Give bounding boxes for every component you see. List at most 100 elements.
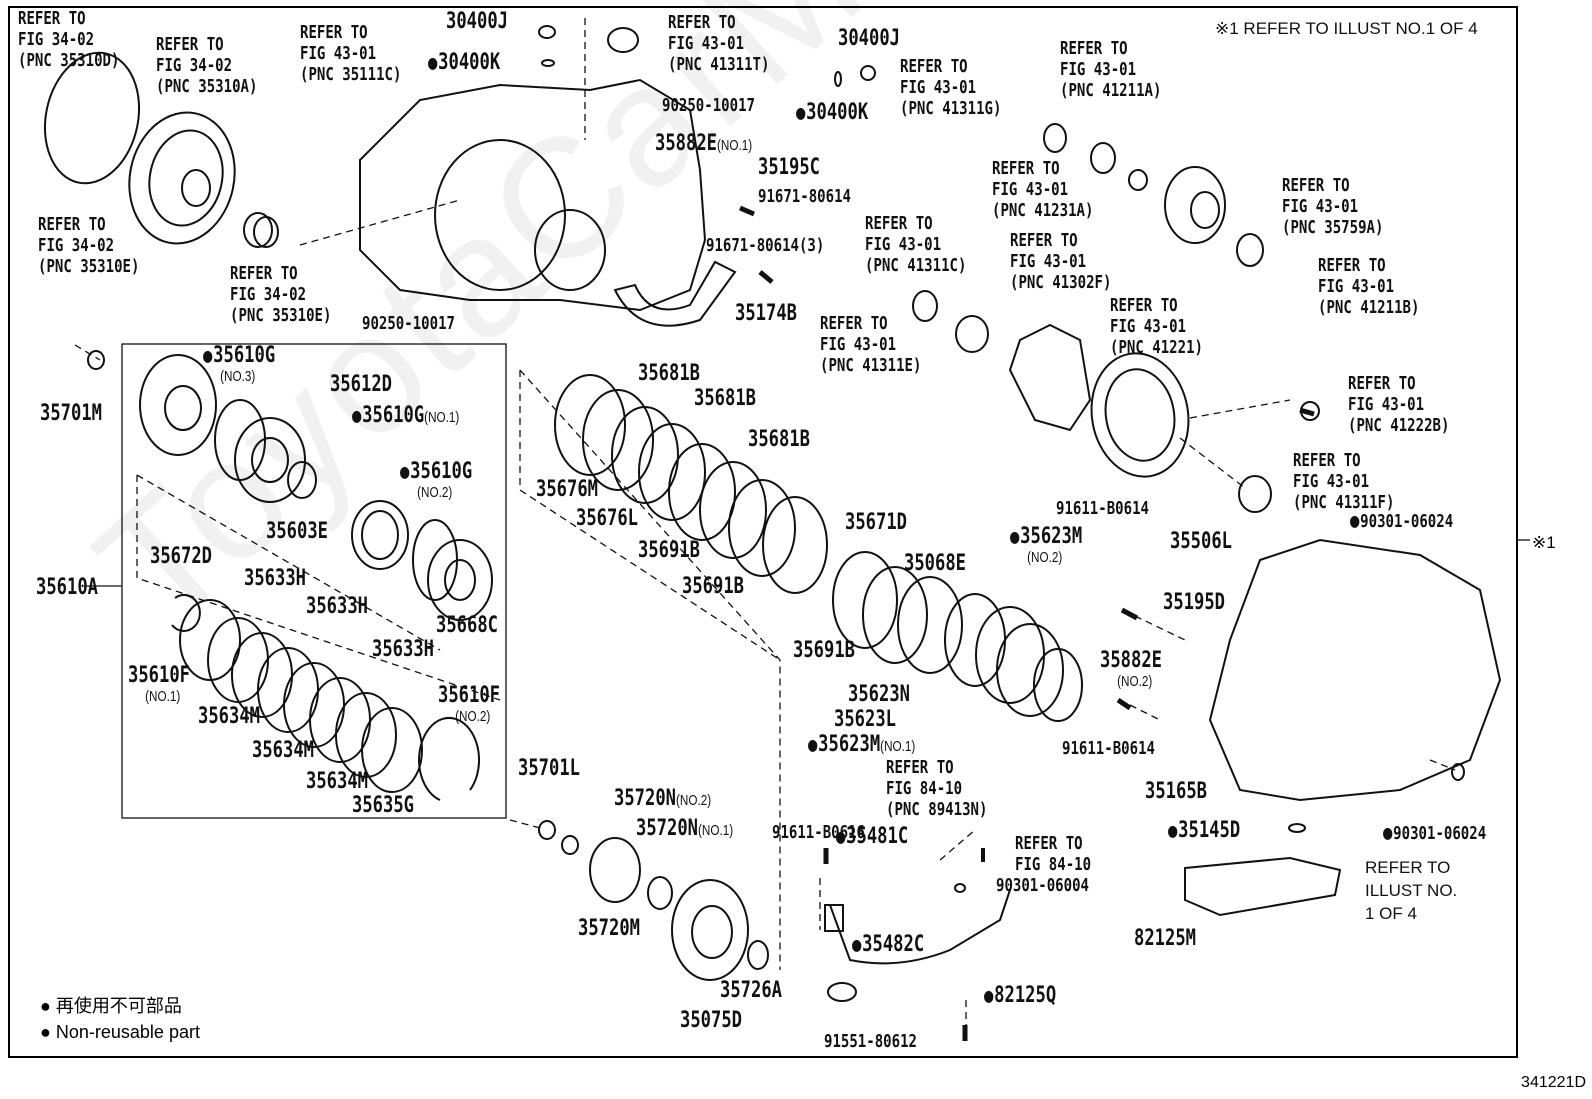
part-number: 35720M — [578, 916, 640, 941]
part-label-35610F-1[interactable]: 35610F(NO.1) — [128, 663, 190, 705]
part-label-90250-a[interactable]: 90250-10017 — [662, 97, 755, 115]
part-label-35174B[interactable]: 35174B — [735, 303, 797, 325]
part-label-35634M-a[interactable]: 35634M — [198, 706, 260, 728]
part-number: 35603E — [266, 519, 328, 544]
part-number: 91671-80614 — [758, 186, 851, 207]
part-label-35882E-1[interactable]: 35882E(NO.1) — [655, 133, 752, 155]
part-label-35506L[interactable]: 35506L — [1170, 531, 1232, 553]
part-number: 35634M — [198, 704, 260, 729]
part-label-35610A[interactable]: 35610A — [36, 577, 98, 599]
part-label-35634M-b[interactable]: 35634M — [252, 740, 314, 762]
part-label-35701L[interactable]: 35701L — [518, 758, 580, 780]
part-label-35610F-2[interactable]: 35610F(NO.2) — [438, 683, 500, 725]
part-number: 35610A — [36, 575, 98, 600]
part-label-90250-b[interactable]: 90250-10017 — [362, 315, 455, 333]
part-label-35676M[interactable]: 35676M — [536, 479, 598, 501]
part-label-30400J-a[interactable]: 30400J — [446, 11, 508, 33]
part-label-35481C[interactable]: 35481C — [836, 824, 908, 849]
part-variant-note: (NO.2) — [675, 792, 712, 809]
non-reusable-marker-icon — [1168, 818, 1178, 843]
part-label-35691B-a[interactable]: 35691B — [638, 540, 700, 562]
part-label-35681B-a[interactable]: 35681B — [638, 363, 700, 385]
part-label-35610G-2[interactable]: 35610G(NO.2) — [400, 459, 472, 501]
part-label-35720N-2[interactable]: 35720N(NO.2) — [614, 788, 711, 810]
part-label-35671D[interactable]: 35671D — [845, 512, 907, 534]
part-label-35681B-c[interactable]: 35681B — [748, 429, 810, 451]
part-number: 35506L — [1170, 529, 1232, 554]
non-reusable-marker-icon — [796, 100, 806, 125]
part-label-35145D[interactable]: 35145D — [1168, 818, 1240, 843]
non-reusable-marker-icon — [1010, 524, 1020, 549]
part-label-82125M[interactable]: 82125M — [1134, 928, 1196, 950]
part-label-35195D[interactable]: 35195D — [1163, 592, 1225, 614]
part-label-35165B[interactable]: 35165B — [1145, 781, 1207, 803]
part-label-35691B-b[interactable]: 35691B — [682, 576, 744, 598]
part-label-35681B-b[interactable]: 35681B — [694, 388, 756, 410]
part-number: 35165B — [1145, 779, 1207, 804]
part-label-35668C[interactable]: 35668C — [436, 615, 498, 637]
reference-callout-41231A: REFER TO FIG 43-01 (PNC 41231A) — [992, 158, 1094, 221]
part-label-35633H-a[interactable]: 35633H — [244, 568, 306, 590]
reference-callout-84-10: REFER TO FIG 84-10 — [1015, 833, 1092, 875]
reference-callout-41302F: REFER TO FIG 43-01 (PNC 41302F) — [1010, 230, 1112, 293]
part-label-30400K-b[interactable]: 30400K — [796, 100, 868, 125]
gear-35075D-shape — [671, 879, 749, 981]
non-reusable-marker-icon — [203, 343, 213, 368]
part-label-35633H-b[interactable]: 35633H — [306, 596, 368, 618]
part-label-35623M-1[interactable]: 35623M(NO.1) — [808, 732, 915, 757]
part-label-82125Q[interactable]: 82125Q — [984, 983, 1056, 1008]
part-label-35720M[interactable]: 35720M — [578, 918, 640, 940]
non-reusable-marker-icon — [1383, 823, 1393, 844]
part-number: 91551-80612 — [824, 1031, 917, 1052]
part-label-35623M-2[interactable]: 35623M(NO.2) — [1010, 524, 1082, 565]
part-number: 35612D — [330, 372, 392, 397]
part-label-91611-b[interactable]: 91611-B0614 — [1062, 740, 1155, 758]
o-ring-35310D-shape — [43, 51, 141, 185]
part-label-35610G-3[interactable]: 35610G(NO.3) — [203, 343, 275, 384]
reference-callout-41211A: REFER TO FIG 43-01 (PNC 41211A) — [1060, 38, 1162, 101]
valve-body-shape — [1184, 856, 1342, 917]
part-label-90301-a[interactable]: 90301-06024 — [1350, 510, 1453, 532]
part-label-30400K-a[interactable]: 30400K — [428, 50, 500, 75]
non-reusable-marker-icon — [836, 824, 846, 849]
part-label-35623L[interactable]: 35623L — [834, 709, 896, 731]
part-label-35634M-c[interactable]: 35634M — [306, 771, 368, 793]
part-number: 35882E — [655, 131, 717, 156]
part-number: 35610F — [128, 663, 190, 688]
part-label-35612D[interactable]: 35612D — [330, 374, 392, 396]
part-label-35610G-1[interactable]: 35610G(NO.1) — [352, 403, 459, 428]
clutch-stack-right-shape — [832, 551, 1083, 722]
part-number: 35195C — [758, 155, 820, 180]
part-label-35603E[interactable]: 35603E — [266, 521, 328, 543]
part-label-35882E-2[interactable]: 35882E(NO.2) — [1100, 650, 1162, 690]
part-label-91611-B0616[interactable]: 91611-B0616 — [772, 824, 865, 842]
part-label-35633H-c[interactable]: 35633H — [372, 639, 434, 661]
legend: 再使用不可部品 Non-reusable part — [40, 993, 200, 1045]
part-number: 82125M — [1134, 926, 1196, 951]
part-label-35691B-c[interactable]: 35691B — [793, 640, 855, 662]
differential-case-shape — [1008, 323, 1092, 432]
part-label-90301-b[interactable]: 90301-06024 — [1383, 822, 1486, 844]
part-label-91551[interactable]: 91551-80612 — [824, 1033, 917, 1051]
part-label-35676L[interactable]: 35676L — [576, 508, 638, 530]
part-variant-note: (NO.1) — [716, 137, 753, 154]
part-label-91671-b[interactable]: 91671-80614(3) — [706, 237, 824, 255]
part-label-35623N[interactable]: 35623N — [848, 684, 910, 706]
part-label-35482C[interactable]: 35482C — [852, 932, 924, 957]
part-variant-note: (NO.2) — [417, 484, 453, 501]
part-label-35075D[interactable]: 35075D — [680, 1010, 742, 1032]
part-label-35701M[interactable]: 35701M — [40, 403, 102, 425]
part-label-30400J-b[interactable]: 30400J — [838, 28, 900, 50]
part-label-35720N-1[interactable]: 35720N(NO.1) — [636, 818, 733, 840]
reference-callout-41211B: REFER TO FIG 43-01 (PNC 41211B) — [1318, 255, 1420, 318]
part-label-91671-a[interactable]: 91671-80614 — [758, 188, 851, 206]
part-label-91611-a[interactable]: 91611-B0614 — [1056, 500, 1149, 518]
reference-callout-41311E: REFER TO FIG 43-01 (PNC 41311E) — [820, 313, 922, 376]
part-label-35068E[interactable]: 35068E — [904, 553, 966, 575]
part-label-35195C[interactable]: 35195C — [758, 157, 820, 179]
part-label-35635G[interactable]: 35635G — [352, 795, 414, 817]
part-label-35672D[interactable]: 35672D — [150, 546, 212, 568]
part-label-35726A[interactable]: 35726A — [720, 980, 782, 1002]
part-number: 35610F — [438, 683, 500, 708]
part-label-90301-06004[interactable]: 90301-06004 — [996, 877, 1089, 895]
